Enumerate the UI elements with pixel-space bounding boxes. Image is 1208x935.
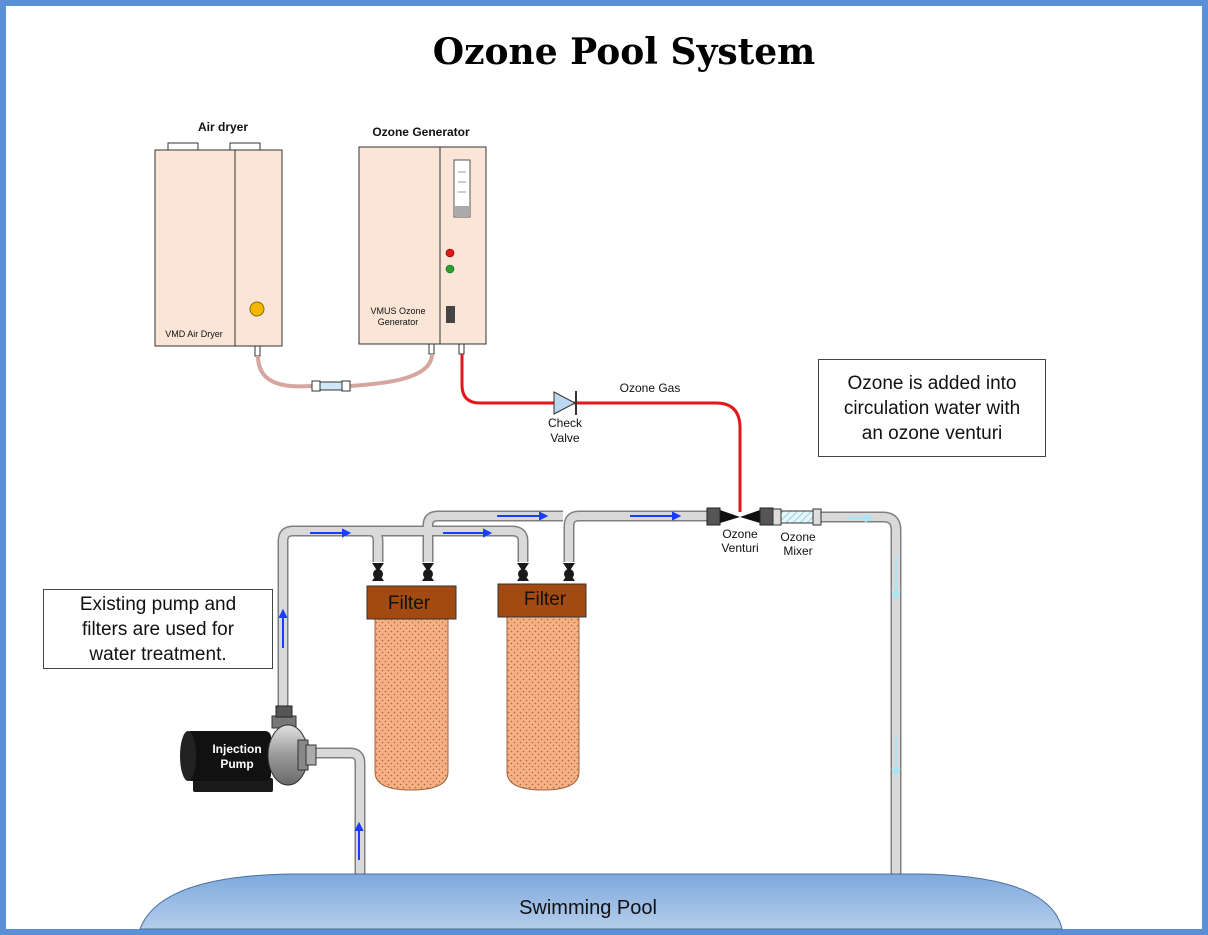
led-red-icon <box>445 248 455 258</box>
filter-2 <box>497 583 587 791</box>
indicator-light-icon <box>249 301 265 317</box>
callout-line: Ozone is added into <box>847 372 1017 394</box>
flow-arrows <box>278 511 682 860</box>
flowmeter-icon <box>453 159 471 218</box>
callout-line: circulation water with <box>843 397 1021 419</box>
air-dryer-unit <box>154 142 283 357</box>
inline-air-filter-icon <box>311 380 351 392</box>
check-valve-label-2: Valve <box>550 431 579 445</box>
injection-pump-label-2: Pump <box>220 757 253 771</box>
power-switch-icon <box>446 306 455 323</box>
filter-valves <box>372 563 575 581</box>
diagram-title: Ozone Pool System <box>433 31 816 73</box>
ozone-venturi-label-2: Venturi <box>721 541 758 555</box>
ozone-mixer-icon <box>772 508 822 526</box>
ozone-generator-panel-label-1: VMUS Ozone <box>370 306 425 316</box>
led-green-icon <box>445 264 455 274</box>
ozone-gas-line <box>460 354 742 512</box>
check-valve-icon <box>553 391 577 415</box>
filter-1 <box>366 585 457 791</box>
callout-line: Existing pump and <box>79 593 237 615</box>
ozone-generator-unit <box>358 146 487 355</box>
filter-2-label: Filter <box>524 589 567 610</box>
valve-icon <box>517 563 529 581</box>
treated-flow-arrows <box>846 513 901 778</box>
air-dryer-panel-label: VMD Air Dryer <box>165 329 223 339</box>
air-dryer-heading: Air dryer <box>198 120 248 134</box>
callout-line: an ozone venturi <box>861 422 1003 444</box>
callout-line: water treatment. <box>89 643 227 665</box>
injection-pump <box>180 705 317 792</box>
ozone-venturi-callout: Ozone is added into circulation water wi… <box>818 359 1046 457</box>
valve-icon <box>563 563 575 581</box>
ozone-generator-heading: Ozone Generator <box>372 125 470 139</box>
ozone-generator-panel-label-2: Generator <box>378 317 419 327</box>
filter-1-label: Filter <box>388 593 431 614</box>
swimming-pool-label: Swimming Pool <box>519 897 657 919</box>
ozone-mixer-label-1: Ozone <box>780 530 816 544</box>
ozone-venturi-label-1: Ozone <box>722 527 758 541</box>
check-valve-label-1: Check <box>548 416 583 430</box>
pump-callout: Existing pump and filters are used for w… <box>43 589 273 669</box>
callout-line: filters are used for <box>81 618 235 640</box>
valve-icon <box>372 563 384 581</box>
swimming-pool <box>139 873 1063 930</box>
injection-pump-label-1: Injection <box>212 742 261 756</box>
ozone-gas-label: Ozone Gas <box>620 381 681 395</box>
valve-icon <box>422 563 434 581</box>
water-piping <box>277 510 902 880</box>
ozone-mixer-label-2: Mixer <box>783 544 812 558</box>
ozone-venturi-icon <box>706 507 774 526</box>
